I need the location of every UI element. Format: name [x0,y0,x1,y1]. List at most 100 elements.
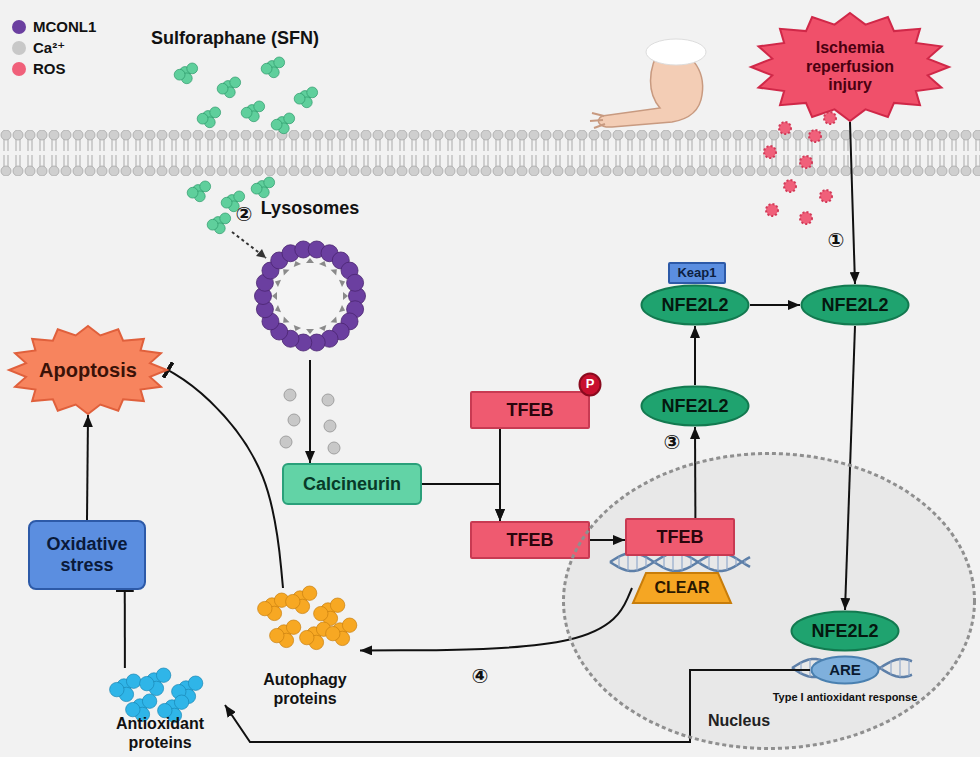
antioxidant-protein [140,676,154,690]
arrow-connector [225,670,810,742]
dna-element: CLEAR [632,572,732,604]
sfn-molecule [187,63,198,74]
callout-number: ③ [664,430,681,454]
lysosome-lumen-dot [339,280,345,287]
dna-helix [735,558,736,565]
sfn-molecule [221,197,232,208]
sfn-molecule [294,93,305,104]
legend-text: Ca²⁺ [33,39,65,57]
dna-helix [800,663,801,674]
node-outline [792,612,899,651]
autophagy-protein [286,620,300,634]
lysosome-lumen-dot [272,292,277,300]
callout-number: ④ [472,664,489,688]
node-outline [812,657,879,684]
calcium-ion [284,389,296,401]
inhibition-line [124,590,126,668]
autophagy-protein [258,601,272,615]
protein-ellipse: NFE2L2 [640,385,750,427]
calcium-ion [288,414,300,426]
autophagy-protein [286,594,300,608]
injury-burst: Ischemia reperfusion injury [750,12,950,122]
callout-number: ① [828,228,845,252]
inhibition-line [168,370,283,588]
node-text: P [586,377,595,392]
arrow-connector [845,326,855,610]
lysosome-lumen-dot [275,280,281,287]
dna-helix [708,556,709,569]
dna-element: ARE [810,655,880,685]
autophagy-protein [258,586,357,650]
dna-helix [645,557,646,567]
arrow-connector [87,415,88,520]
sfn-molecule [271,119,282,130]
arrow-connector [590,539,625,541]
legend: MCONL1Ca²⁺ROS [12,16,96,79]
node-text: Keap1 [677,266,716,281]
ros-molecule [766,204,778,216]
node-text: NFE2L2 [661,295,728,316]
legend-swatch [12,41,26,55]
node-text: Apoptosis [39,359,137,382]
sfn-molecule [210,107,221,118]
node-outline [564,454,975,749]
node-text: Nucleus [708,712,770,730]
arrow-connector [360,588,632,650]
lysosome-lumen-dot [275,305,281,312]
dna-helix [809,659,810,676]
node-text: TFEB [507,530,554,551]
node-text: TFEB [507,400,554,421]
sfn-molecule [254,101,265,112]
ros-molecule [779,122,791,134]
ros-molecule [820,190,832,202]
lysosome-lumen-dot [343,292,348,300]
sfn-molecule [241,107,252,118]
sfn-molecule [174,69,185,80]
node-text: CLEAR [654,579,709,597]
autophagy-protein [300,630,314,644]
lysosome-membrane-protein [347,274,364,291]
legend-row: Ca²⁺ [12,37,96,58]
ros-molecule [809,130,821,142]
ros-molecule [824,112,836,124]
antioxidant-protein [126,674,140,688]
antioxidant-protein [142,694,156,708]
mouse-hindlimb [590,39,706,128]
lysosome-lumen-dot [306,329,314,334]
node-outline [642,286,749,325]
ros-molecule [784,180,796,192]
dna-helix [618,557,619,568]
sfn-uptake-arrow [232,232,266,258]
sfn-molecule [234,191,245,202]
arrow-connector [422,484,500,521]
autophagy-protein [326,626,340,640]
sfn-molecule [284,113,295,124]
sfn-uptake-head [256,249,266,258]
node-text: Oxidative stress [37,534,137,575]
sfn-molecule [220,213,231,224]
node-outline [633,573,731,603]
lysosome-lumen-dot [331,269,337,275]
dna-helix [699,561,700,564]
protein-ellipse: NFE2L2 [800,284,910,326]
state-box: Oxidative stress [28,520,146,590]
legend-row: MCONL1 [12,16,96,37]
sfn-molecule [217,83,228,94]
arrow-connector [499,429,501,521]
protein-box: TFEB [625,518,735,556]
arrow-connector [694,427,696,518]
protein-box: TFEB [470,521,590,559]
cell-membrane [0,130,980,176]
dna-helix [654,561,655,562]
lysosome-lumen-dot [283,317,289,323]
legend-text: MCONL1 [33,18,96,35]
sfn-molecule [200,181,211,192]
compound-name: Sulforaphane (SFN) [151,28,319,49]
dna-helix [663,556,664,568]
node-outline [751,13,949,121]
lysosome-lumen-dot [294,261,301,267]
sfn-molecule [251,183,262,194]
autophagy-protein [342,618,356,632]
protein-ellipse: NFE2L2 [640,284,750,326]
calcium-ion [280,436,292,448]
